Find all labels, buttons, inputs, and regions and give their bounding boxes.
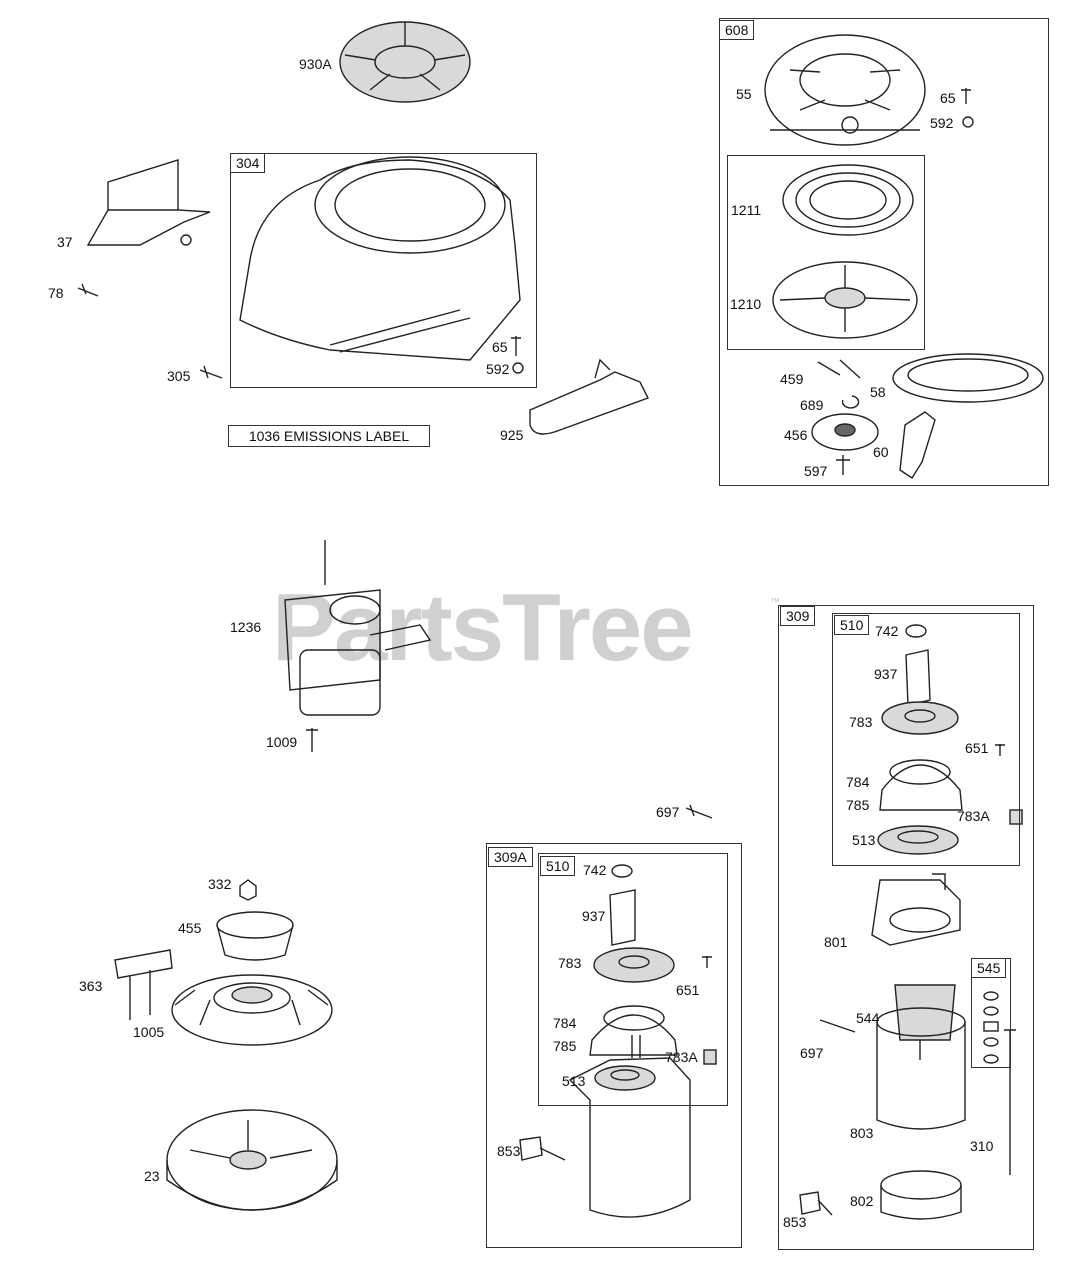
part-label-742-309a: 742 [583, 862, 607, 878]
part-label-697-top: 697 [656, 804, 680, 820]
part-label-1236: 1236 [230, 619, 262, 635]
emissions-label-box: 1036 EMISSIONS LABEL [228, 425, 430, 447]
bolt-78-part [77, 283, 99, 297]
group-tag-545: 545 [971, 958, 1007, 978]
bolt-305-part [199, 365, 223, 379]
starter-309a-parts [519, 864, 717, 1218]
starter-rope-part [892, 353, 1044, 403]
part-label-784-309: 784 [846, 774, 870, 790]
nut-592b-part [962, 116, 974, 128]
part-label-785-309: 785 [846, 797, 870, 813]
screw-597-part [836, 455, 850, 475]
flywheel-1005-part [171, 974, 333, 1046]
part-label-783-309: 783 [849, 714, 873, 730]
group-box-510b [538, 853, 728, 1106]
part-label-801: 801 [824, 934, 848, 950]
part-label-544: 544 [856, 1010, 880, 1026]
part-label-592-rewind: 592 [930, 115, 954, 131]
nut-592-part [512, 362, 524, 374]
part-label-651-309a: 651 [676, 982, 700, 998]
bolt-1009-part [306, 728, 318, 752]
bolt-697a-part [685, 804, 713, 819]
part-label-513-309: 513 [852, 832, 876, 848]
part-label-937-309a: 937 [582, 908, 606, 924]
part-label-58: 58 [870, 384, 886, 400]
part-label-742-309: 742 [875, 623, 899, 639]
group-tag-309a: 309A [488, 847, 533, 867]
nut-332-part [239, 879, 257, 901]
pawl-459-part [817, 359, 861, 379]
group-box-rewind-spring [727, 155, 925, 350]
part-label-592-blower: 592 [486, 361, 510, 377]
part-label-310: 310 [970, 1138, 994, 1154]
group-tag-304: 304 [230, 153, 266, 173]
rewind-housing-part [764, 34, 926, 146]
part-label-37: 37 [57, 234, 73, 250]
group-tag-510b: 510 [540, 856, 576, 876]
part-label-459: 459 [780, 371, 804, 387]
group-tag-608: 608 [719, 20, 755, 40]
part-label-513-309a: 513 [562, 1073, 586, 1089]
part-label-853-309: 853 [783, 1214, 807, 1230]
part-label-305: 305 [167, 368, 191, 384]
part-label-783a-309: 783A [957, 808, 990, 824]
part-label-802: 802 [850, 1193, 874, 1209]
bracket-363-part [114, 949, 173, 1020]
blower-housing-part [239, 156, 521, 361]
brush-kit-545-part [983, 991, 999, 1064]
bolt-65-part [511, 336, 521, 356]
handle-925-part [529, 358, 649, 435]
part-label-65-rewind: 65 [940, 90, 956, 106]
starter-309-parts [799, 624, 1023, 1220]
group-tag-309: 309 [780, 606, 816, 626]
part-label-23: 23 [144, 1168, 160, 1184]
group-box-309 [778, 605, 1034, 1250]
watermark-trademark: ™ [770, 597, 780, 608]
part-label-783-309a: 783 [558, 955, 582, 971]
part-label-456: 456 [784, 427, 808, 443]
deflector-part [86, 159, 211, 246]
part-label-78: 78 [48, 285, 64, 301]
part-label-363: 363 [79, 978, 103, 994]
group-box-510a [832, 613, 1020, 866]
part-label-455: 455 [178, 920, 202, 936]
part-label-1005: 1005 [133, 1024, 165, 1040]
part-label-651-309: 651 [965, 740, 989, 756]
part-label-785-309a: 785 [553, 1038, 577, 1054]
part-label-803: 803 [850, 1125, 874, 1141]
part-label-689: 689 [800, 397, 824, 413]
blower-screen-part [339, 21, 471, 103]
part-label-1211: 1211 [731, 202, 762, 218]
rope-handle-part [899, 411, 936, 479]
group-box-309a [486, 843, 742, 1248]
group-box-304 [230, 153, 537, 388]
part-label-60: 60 [873, 444, 889, 460]
cup-455-part [216, 911, 294, 961]
part-label-784-309a: 784 [553, 1015, 577, 1031]
group-tag-510a: 510 [834, 615, 870, 635]
rewind-pulley-part [772, 261, 918, 339]
part-label-65-blower: 65 [492, 339, 508, 355]
clip-689-part [841, 395, 860, 409]
part-label-597: 597 [804, 463, 828, 479]
motor-1236-part [284, 540, 432, 716]
part-label-925: 925 [500, 427, 524, 443]
part-label-55: 55 [736, 86, 752, 102]
part-label-783a-309a: 783A [665, 1049, 698, 1065]
part-label-1009: 1009 [266, 734, 298, 750]
rewind-spring-part [782, 164, 914, 236]
part-label-332: 332 [208, 876, 232, 892]
bolt-65b-part [961, 88, 971, 104]
part-label-930a: 930A [299, 56, 332, 72]
part-label-937-309: 937 [874, 666, 898, 682]
flywheel-23-part [166, 1109, 338, 1211]
group-box-608 [719, 18, 1049, 486]
retainer-456-part [811, 413, 879, 451]
part-label-1210: 1210 [730, 296, 762, 312]
part-label-697-309: 697 [800, 1045, 824, 1061]
part-label-853-309a: 853 [497, 1143, 521, 1159]
